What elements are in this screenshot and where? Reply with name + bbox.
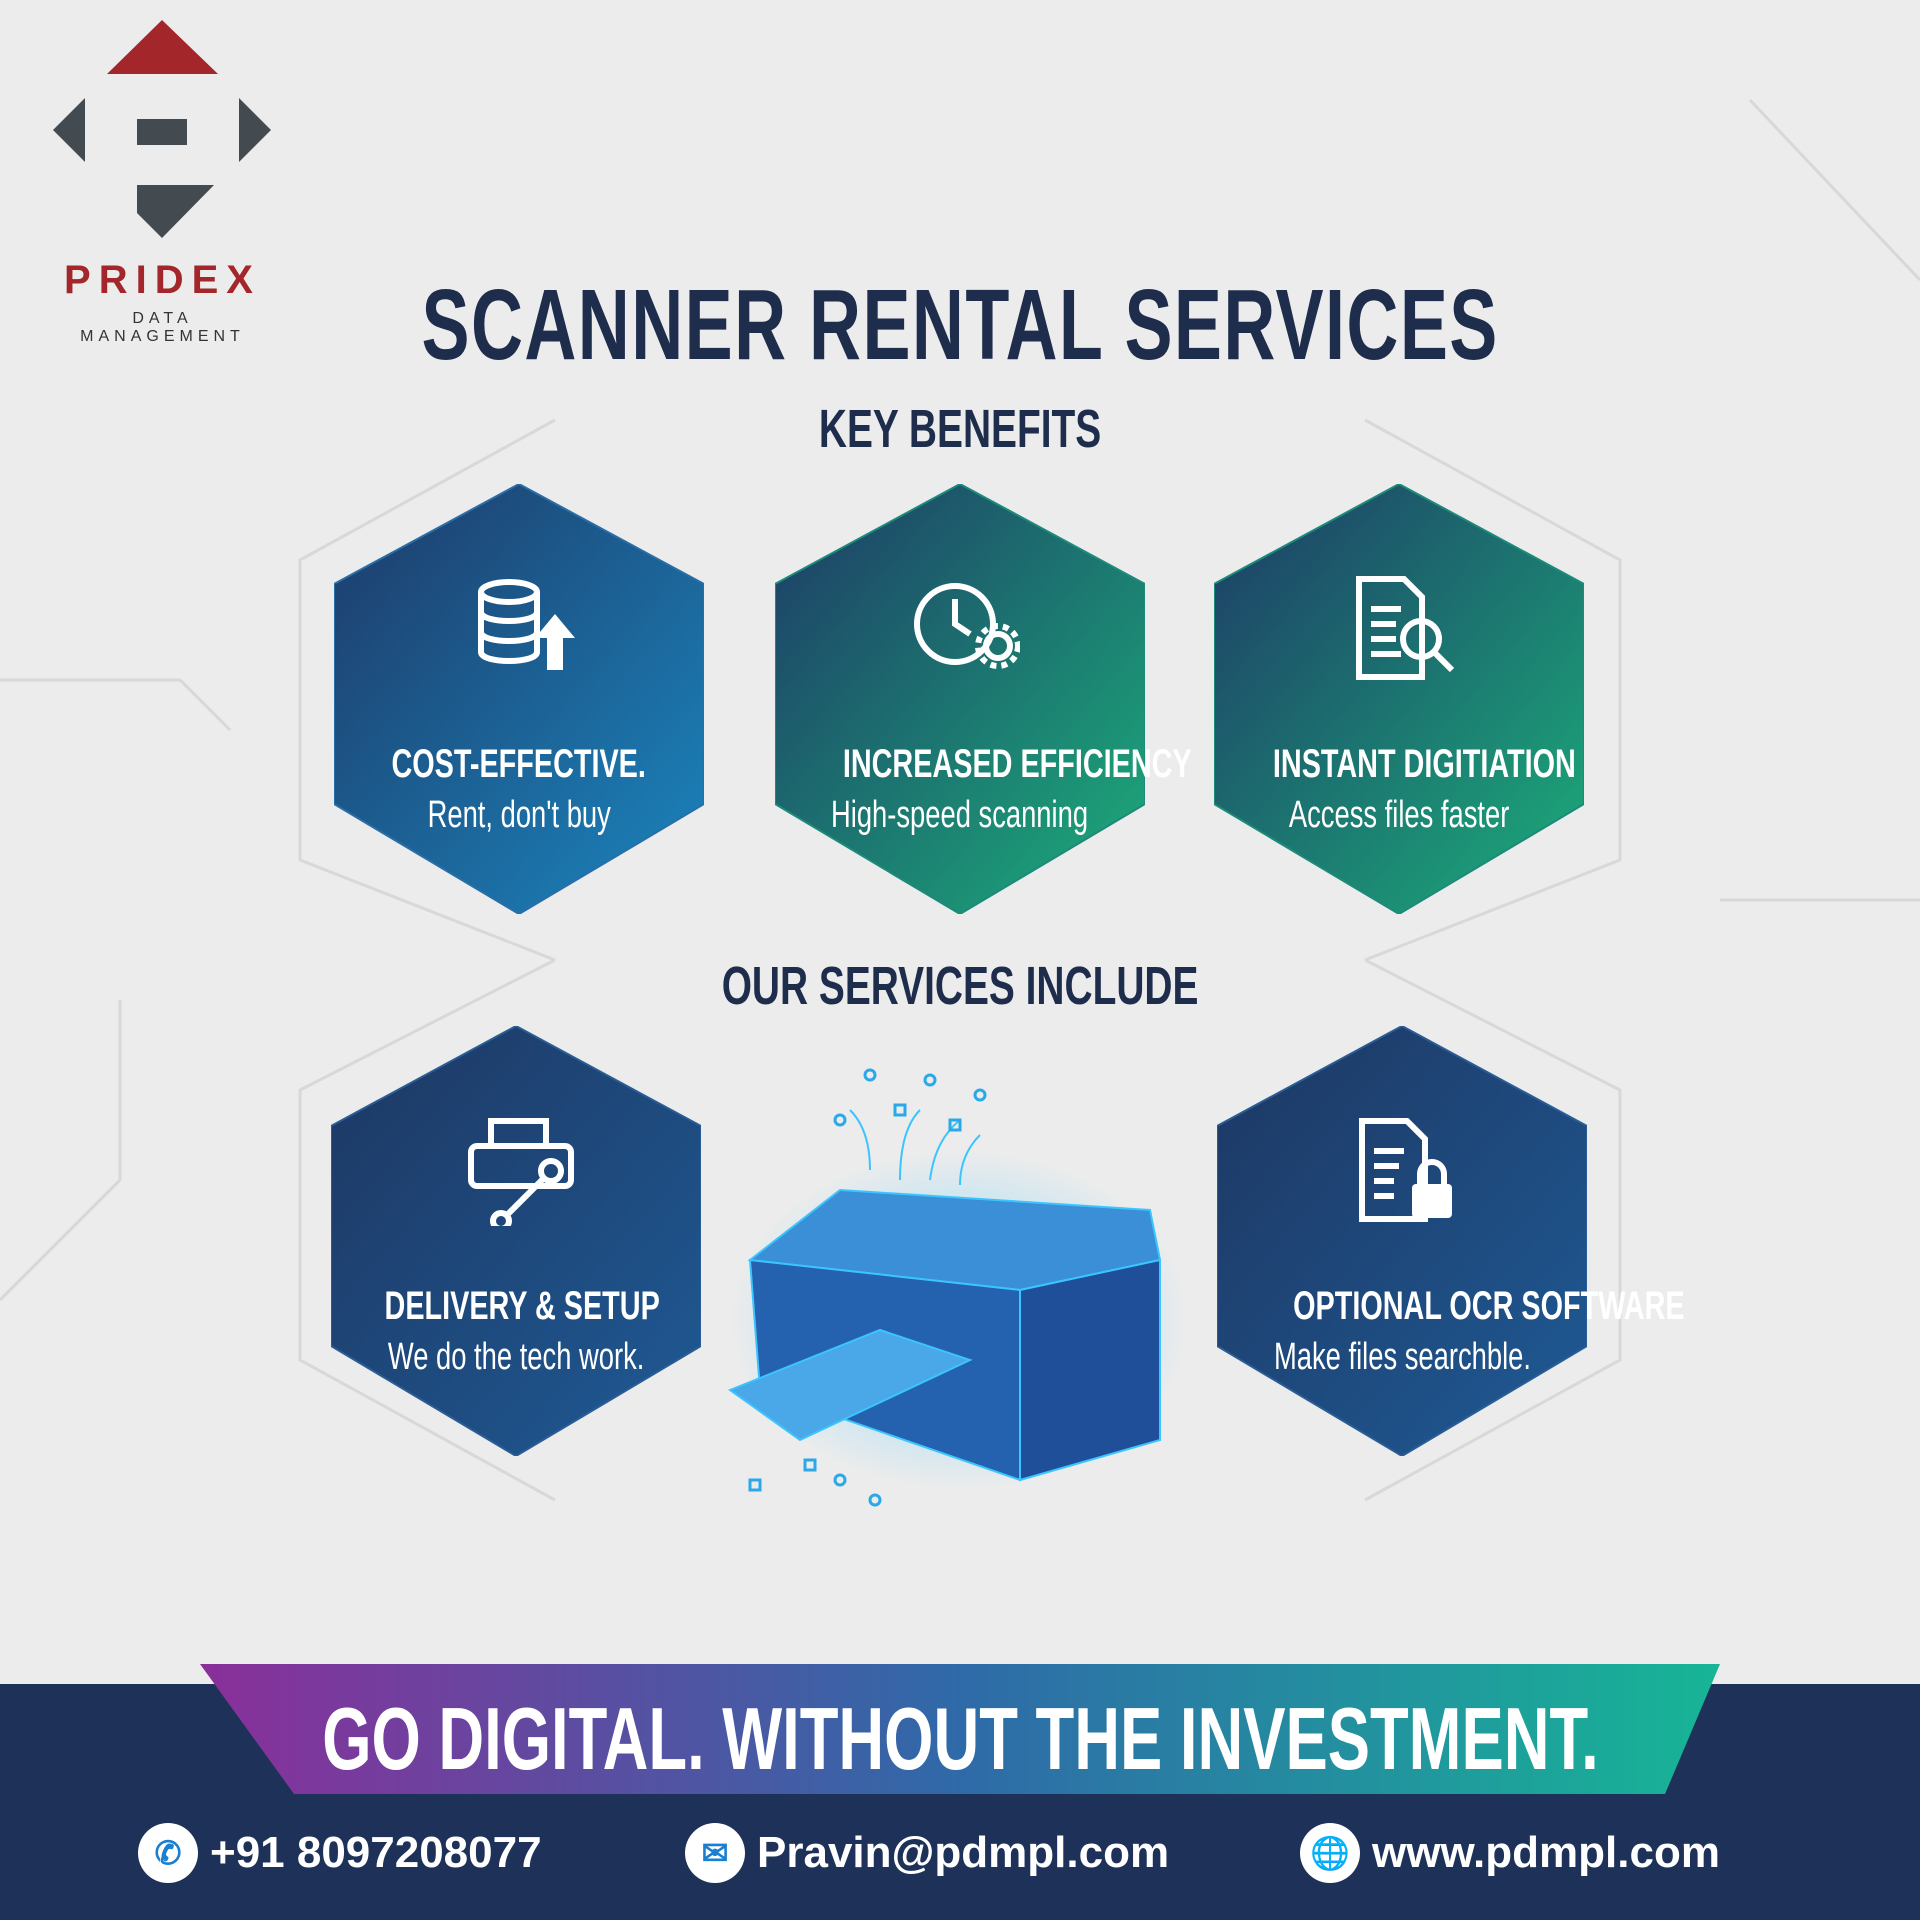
tagline-ribbon bbox=[200, 1664, 1720, 1794]
globe-icon: 🌐 bbox=[1300, 1823, 1360, 1883]
benefit-desc: High-speed scanning bbox=[831, 794, 1089, 836]
email-icon: ✉ bbox=[685, 1823, 745, 1883]
page-title: SCANNER RENTAL SERVICES bbox=[421, 269, 1499, 381]
coins-arrow-up-icon bbox=[478, 579, 575, 670]
benefit-title: INCREASED EFFICIENCY bbox=[842, 742, 1192, 786]
benefit-card-efficiency: INCREASED EFFICIENCY High-speed scanning bbox=[775, 484, 1192, 914]
contact-phone[interactable]: ✆ +91 8097208077 bbox=[138, 1820, 542, 1886]
contact-email[interactable]: ✉ Pravin@pdmpl.com bbox=[685, 1820, 1169, 1886]
services-heading: OUR SERVICES INCLUDE bbox=[721, 956, 1199, 1016]
phone-number: +91 8097208077 bbox=[210, 1828, 542, 1877]
service-desc: Make files searchble. bbox=[1273, 1336, 1531, 1378]
phone-icon: ✆ bbox=[138, 1823, 198, 1883]
service-title: DELIVERY & SETUP bbox=[384, 1284, 660, 1328]
benefit-desc: Access files faster bbox=[1288, 794, 1510, 836]
contact-website[interactable]: 🌐 www.pdmpl.com bbox=[1300, 1820, 1720, 1886]
logo-subtitle: DATA MANAGEMENT bbox=[80, 310, 245, 345]
service-title: OPTIONAL OCR SOFTWARE bbox=[1293, 1284, 1685, 1328]
benefit-desc: Rent, don't buy bbox=[427, 794, 611, 836]
pridex-logo-icon bbox=[53, 20, 271, 238]
tagline: GO DIGITAL. WITHOUT THE INVESTMENT. bbox=[321, 1689, 1599, 1788]
clock-gear-icon bbox=[914, 583, 1020, 669]
printer-wrench-icon bbox=[468, 1118, 574, 1226]
document-lock-icon bbox=[1359, 1118, 1452, 1222]
benefit-card-digitization: INSTANT DIGITIATION Access files faster bbox=[1214, 484, 1584, 914]
benefit-title: COST-EFFECTIVE. bbox=[391, 742, 647, 786]
website-url: www.pdmpl.com bbox=[1372, 1828, 1720, 1877]
benefit-title: INSTANT DIGITIATION bbox=[1272, 742, 1576, 786]
service-desc: We do the tech work. bbox=[387, 1336, 645, 1378]
service-card-ocr-software: OPTIONAL OCR SOFTWARE Make files searchb… bbox=[1217, 1026, 1685, 1456]
scanner-illustration-icon bbox=[727, 1068, 1180, 1507]
service-card-delivery-setup: DELIVERY & SETUP We do the tech work. bbox=[331, 1026, 701, 1456]
document-search-icon bbox=[1356, 576, 1455, 680]
benefit-card-cost-effective: COST-EFFECTIVE. Rent, don't buy bbox=[334, 484, 704, 914]
logo-name: PRIDEX bbox=[64, 258, 261, 302]
key-benefits-heading: KEY BENEFITS bbox=[818, 399, 1102, 459]
email-address: Pravin@pdmpl.com bbox=[757, 1828, 1170, 1877]
